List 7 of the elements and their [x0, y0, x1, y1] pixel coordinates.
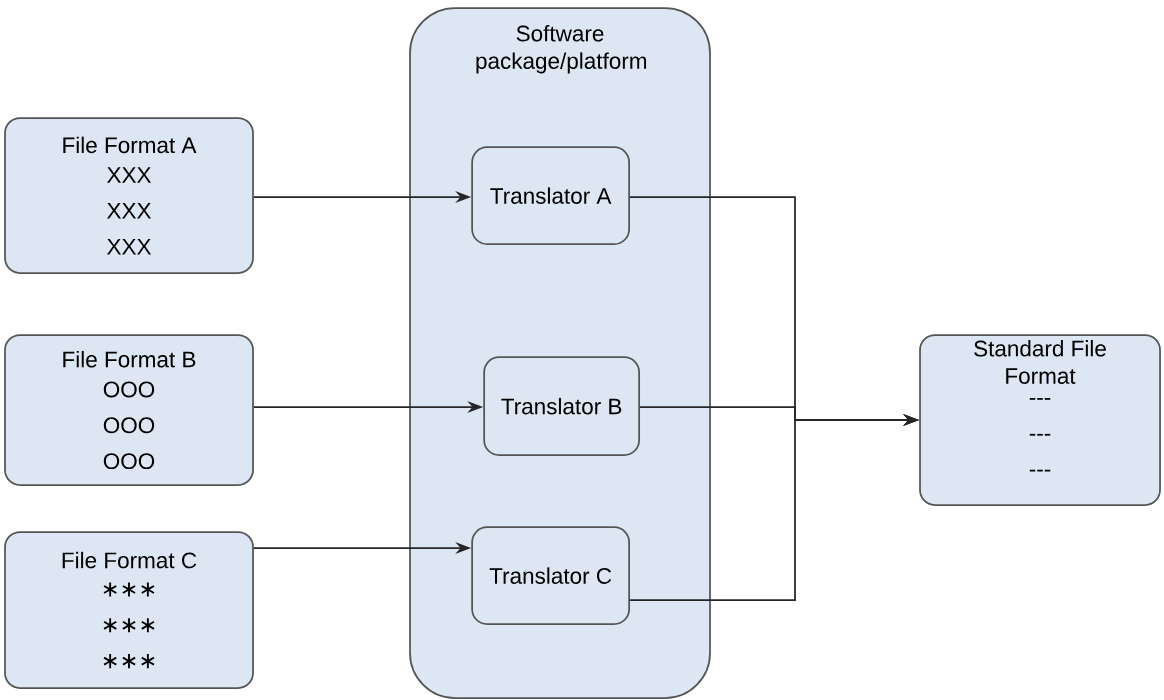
- translator-box: Translator B: [483, 356, 640, 456]
- translator-box: Translator C: [471, 526, 630, 625]
- file-format-box: File Format A XXX XXX XXX: [4, 117, 254, 274]
- file-format-box: Standard File Format --- --- ---: [919, 334, 1161, 506]
- translator-box: Translator A: [471, 146, 630, 246]
- file-format-box: File Format C ∗∗∗ ∗∗∗ ∗∗∗: [4, 531, 254, 689]
- file-format-box: File Format B OOO OOO OOO: [4, 334, 254, 486]
